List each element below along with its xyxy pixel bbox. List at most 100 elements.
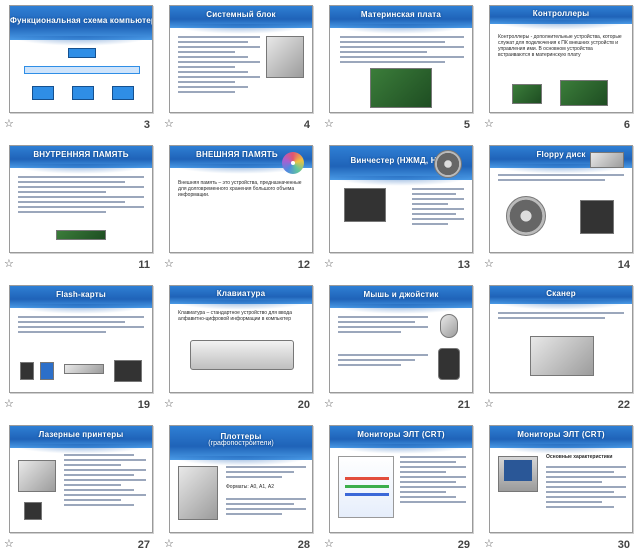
slide-thumbnail[interactable]: Плоттеры (графопостроители) Форматы: А0,… bbox=[169, 425, 313, 533]
crt-diagram-image bbox=[338, 456, 394, 518]
star-icon[interactable]: ☆ bbox=[484, 118, 494, 130]
slide-text-lines bbox=[340, 36, 464, 66]
slide-header-band bbox=[490, 6, 632, 30]
slide-cell-22[interactable]: Сканер ☆ 22 bbox=[480, 280, 640, 420]
slide-number: 28 bbox=[297, 539, 310, 551]
slide-thumbnail[interactable]: Мониторы ЭЛТ (CRT) bbox=[329, 425, 473, 533]
slide-thumbnail[interactable]: Floppy диск bbox=[489, 145, 633, 253]
slide-thumbnail[interactable]: Клавиатура Клавиатура – стандартное устр… bbox=[169, 285, 313, 393]
slide-title: Сканер bbox=[546, 289, 576, 298]
star-icon[interactable]: ☆ bbox=[4, 258, 14, 270]
star-icon[interactable]: ☆ bbox=[164, 538, 174, 550]
slide-number: 29 bbox=[457, 539, 470, 551]
diagram-input-box bbox=[32, 86, 54, 100]
slide-number: 12 bbox=[297, 259, 310, 271]
slide-number: 4 bbox=[303, 119, 310, 131]
slide-text-lines bbox=[178, 36, 260, 96]
star-icon[interactable]: ☆ bbox=[324, 538, 334, 550]
slide-cell-20[interactable]: Клавиатура Клавиатура – стандартное устр… bbox=[160, 280, 320, 420]
slide-cell-11[interactable]: ВНУТРЕННЯЯ ПАМЯТЬ ☆ 11 bbox=[0, 140, 160, 280]
slide-thumbnail[interactable]: ВНЕШНЯЯ ПАМЯТЬ Внешняя память – это устр… bbox=[169, 145, 313, 253]
motherboard-image bbox=[370, 68, 432, 108]
slide-text-lines bbox=[18, 316, 144, 336]
slide-thumbnail[interactable]: Винчестер (НЖМД, HDD) bbox=[329, 145, 473, 253]
slide-cell-28[interactable]: Плоттеры (графопостроители) Форматы: А0,… bbox=[160, 420, 320, 560]
slide-cell-12[interactable]: ВНЕШНЯЯ ПАМЯТЬ Внешняя память – это устр… bbox=[160, 140, 320, 280]
slide-thumbnail[interactable]: Flash-карты bbox=[9, 285, 153, 393]
slide-header-band bbox=[10, 286, 152, 314]
slide-body-text: Клавиатура – стандартное устройство для … bbox=[178, 310, 292, 322]
slide-number: 30 bbox=[617, 539, 630, 551]
star-icon[interactable]: ☆ bbox=[4, 118, 14, 130]
joystick-image bbox=[438, 348, 460, 380]
slide-body-text: Внешняя память – это устройства, предназ… bbox=[178, 180, 302, 198]
slide-cell-6[interactable]: Контроллеры Контроллеры - дополнительные… bbox=[480, 0, 640, 140]
slide-cell-21[interactable]: Мышь и джойстик ☆ 21 bbox=[320, 280, 480, 420]
star-icon[interactable]: ☆ bbox=[164, 258, 174, 270]
slide-title: Винчестер (НЖМД, HDD) bbox=[350, 156, 452, 165]
slide-cell-13[interactable]: Винчестер (НЖМД, HDD) ☆ 13 bbox=[320, 140, 480, 280]
slide-cell-4[interactable]: Системный блок ☆ 4 bbox=[160, 0, 320, 140]
star-icon[interactable]: ☆ bbox=[324, 258, 334, 270]
slide-header-band bbox=[10, 146, 152, 174]
memory-card-image bbox=[20, 362, 34, 380]
slide-cell-3[interactable]: Функциональная схема компьютера ☆ 3 bbox=[0, 0, 160, 140]
controller-card-image bbox=[512, 84, 542, 104]
slide-thumbnail[interactable]: Контроллеры Контроллеры - дополнительные… bbox=[489, 5, 633, 113]
flash-cards-image bbox=[114, 360, 142, 382]
slide-cell-27[interactable]: Лазерные принтеры ☆ 27 bbox=[0, 420, 160, 560]
slide-title: Системный блок bbox=[206, 10, 276, 19]
slide-thumbnail[interactable]: Системный блок bbox=[169, 5, 313, 113]
star-icon[interactable]: ☆ bbox=[484, 398, 494, 410]
slide-number: 19 bbox=[137, 399, 150, 411]
slide-text-lines bbox=[226, 498, 306, 518]
star-icon[interactable]: ☆ bbox=[4, 538, 14, 550]
slide-text-lines bbox=[338, 316, 428, 336]
slide-number: 20 bbox=[297, 399, 310, 411]
laser-printer-image bbox=[18, 460, 56, 492]
slide-body-text: Контроллеры - дополнительные устройства,… bbox=[498, 34, 622, 58]
slide-header-band bbox=[170, 426, 312, 466]
star-icon[interactable]: ☆ bbox=[484, 258, 494, 270]
slide-header-band bbox=[170, 146, 312, 174]
star-icon[interactable]: ☆ bbox=[324, 118, 334, 130]
diagram-bus-arrow bbox=[24, 66, 140, 74]
slide-cell-5[interactable]: Материнская плата ☆ 5 bbox=[320, 0, 480, 140]
hdd-image bbox=[344, 188, 386, 222]
slide-thumbnail[interactable]: Лазерные принтеры bbox=[9, 425, 153, 533]
slide-cell-29[interactable]: Мониторы ЭЛТ (CRT) ☆ 29 bbox=[320, 420, 480, 560]
star-icon[interactable]: ☆ bbox=[484, 538, 494, 550]
expansion-card-image bbox=[560, 80, 608, 106]
star-icon[interactable]: ☆ bbox=[4, 398, 14, 410]
slide-title: Материнская плата bbox=[360, 10, 442, 19]
star-icon[interactable]: ☆ bbox=[164, 118, 174, 130]
slide-number: 27 bbox=[137, 539, 150, 551]
slide-text-lines bbox=[64, 454, 146, 509]
slide-header-band bbox=[330, 6, 472, 34]
cd-disc-icon bbox=[282, 152, 304, 174]
slide-text-lines bbox=[412, 188, 464, 228]
diagram-output-box bbox=[112, 86, 134, 100]
keyboard-image bbox=[190, 340, 294, 370]
star-icon[interactable]: ☆ bbox=[324, 398, 334, 410]
slide-thumbnail[interactable]: Сканер bbox=[489, 285, 633, 393]
hard-disk-platter-image bbox=[434, 150, 462, 178]
slide-thumbnail[interactable]: Мышь и джойстик bbox=[329, 285, 473, 393]
slide-text-lines bbox=[226, 466, 306, 481]
star-icon[interactable]: ☆ bbox=[164, 398, 174, 410]
slide-thumbnail[interactable]: ВНУТРЕННЯЯ ПАМЯТЬ bbox=[9, 145, 153, 253]
slide-header-band bbox=[10, 426, 152, 454]
memory-card-image bbox=[40, 362, 54, 380]
slide-title: Клавиатура bbox=[216, 289, 266, 298]
slide-cell-30[interactable]: Мониторы ЭЛТ (CRT) Основные характеристи… bbox=[480, 420, 640, 560]
slide-thumbnail[interactable]: Материнская плата bbox=[329, 5, 473, 113]
slide-title: Лазерные принтеры bbox=[38, 430, 124, 439]
slide-cell-19[interactable]: Flash-карты ☆ 19 bbox=[0, 280, 160, 420]
slide-header-band bbox=[490, 286, 632, 310]
slide-cell-14[interactable]: Floppy диск ☆ 14 bbox=[480, 140, 640, 280]
slide-thumbnail[interactable]: Функциональная схема компьютера bbox=[9, 5, 153, 113]
slide-number: 14 bbox=[617, 259, 630, 271]
slide-number: 21 bbox=[457, 399, 470, 411]
slide-number: 5 bbox=[463, 119, 470, 131]
slide-thumbnail[interactable]: Мониторы ЭЛТ (CRT) Основные характеристи… bbox=[489, 425, 633, 533]
